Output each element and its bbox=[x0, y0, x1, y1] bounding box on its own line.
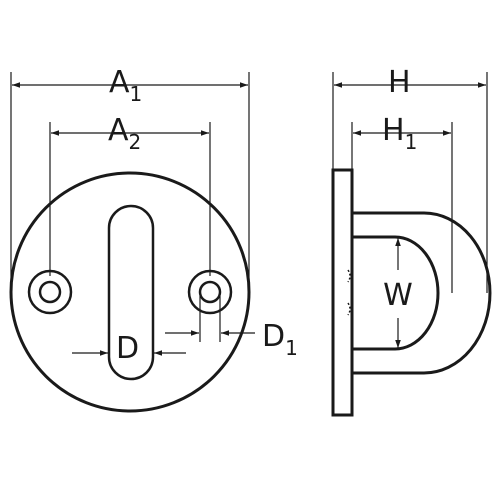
side-plate-outline bbox=[331, 168, 354, 417]
center-slot-outline bbox=[107, 204, 155, 381]
hidden-weld-bottom bbox=[347, 302, 351, 316]
label-d: D bbox=[116, 331, 139, 366]
label-h: H bbox=[388, 65, 411, 100]
side-view bbox=[331, 72, 492, 417]
eye-loop-outline bbox=[350, 211, 492, 375]
label-w: W bbox=[383, 278, 413, 313]
label-a1: A1 bbox=[109, 65, 142, 106]
front-view bbox=[9, 72, 255, 413]
label-h1: H1 bbox=[382, 113, 417, 154]
label-a2: A2 bbox=[108, 113, 141, 154]
label-d1: D1 bbox=[262, 319, 298, 360]
hidden-weld-top bbox=[347, 269, 351, 283]
